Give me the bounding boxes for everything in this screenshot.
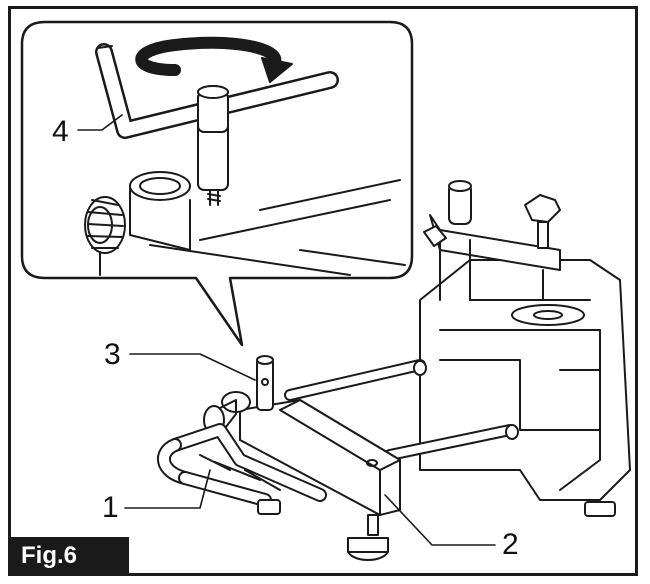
- pin: [256, 355, 274, 411]
- carriage: [203, 391, 401, 561]
- callout-4: 4: [52, 115, 69, 148]
- callout-3: 3: [104, 338, 121, 371]
- figure-label: Fig.6: [11, 537, 129, 575]
- guide-rails: [284, 359, 519, 461]
- callout-1: 1: [102, 491, 119, 524]
- figure-label-text: Fig.6: [21, 542, 78, 569]
- detail-bubble: [20, 20, 414, 347]
- machine-body: [419, 180, 631, 517]
- leader-lines: [77, 114, 496, 546]
- callout-2: 2: [502, 528, 519, 561]
- handle: [156, 423, 327, 515]
